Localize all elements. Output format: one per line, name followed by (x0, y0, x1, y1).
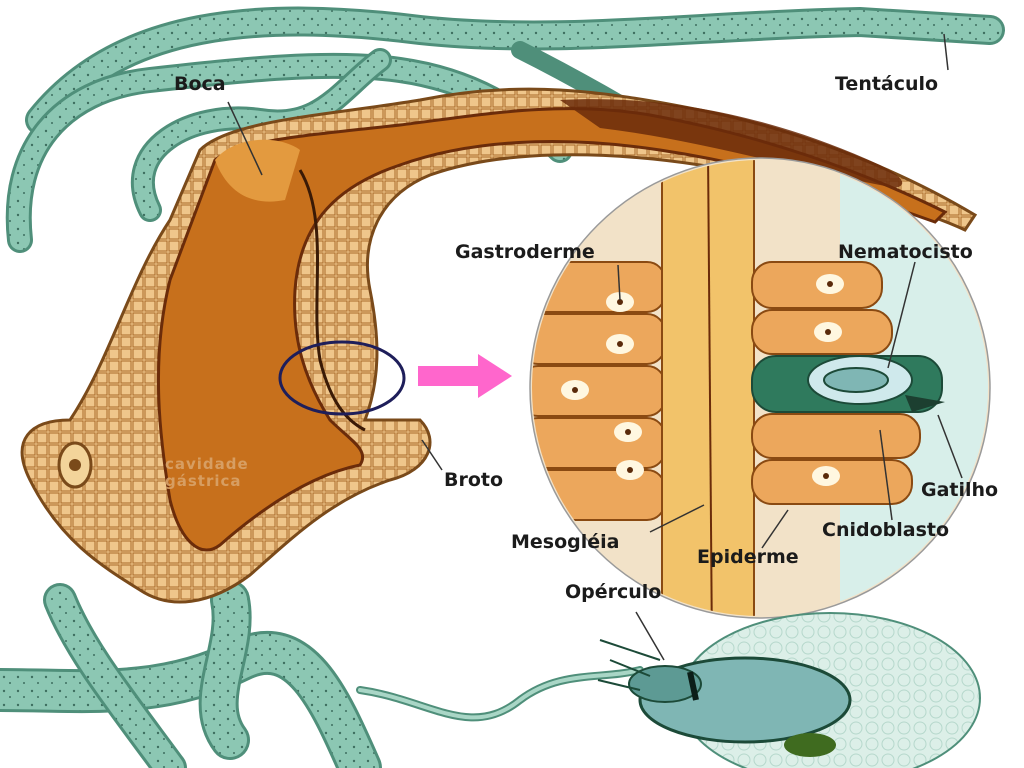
magnification-arrow (418, 354, 512, 398)
zoom-circle-outline (278, 340, 406, 416)
gastroderm-cells (532, 261, 666, 521)
label-cnidoblasto: Cnidoblasto (822, 519, 950, 541)
cnidoblast-with-nematocyst (751, 355, 945, 413)
label-cavidade-line2: gástrica (165, 472, 242, 491)
label-tentaculo: Tentáculo (835, 73, 939, 95)
label-operculo: Opérculo (565, 581, 662, 603)
label-broto: Broto (444, 469, 504, 491)
label-cavidade-gastrica: cavidade gástrica (165, 455, 249, 491)
epidermis-cells (751, 261, 921, 505)
label-nematocisto: Nematocisto (838, 241, 973, 263)
tentacles (5, 6, 1005, 253)
label-cavidade-line1: cavidade (165, 455, 249, 473)
label-gatilho: Gatilho (921, 479, 999, 501)
label-gastroderme: Gastroderme (455, 241, 595, 263)
nematocyst-capsule (597, 612, 981, 768)
label-mesogleia: Mesogléia (511, 531, 620, 553)
label-boca: Boca (174, 73, 226, 95)
magnified-view (529, 157, 991, 619)
base-stolon (0, 580, 644, 768)
label-epiderme: Epiderme (697, 546, 799, 568)
leader-lines (227, 33, 963, 661)
